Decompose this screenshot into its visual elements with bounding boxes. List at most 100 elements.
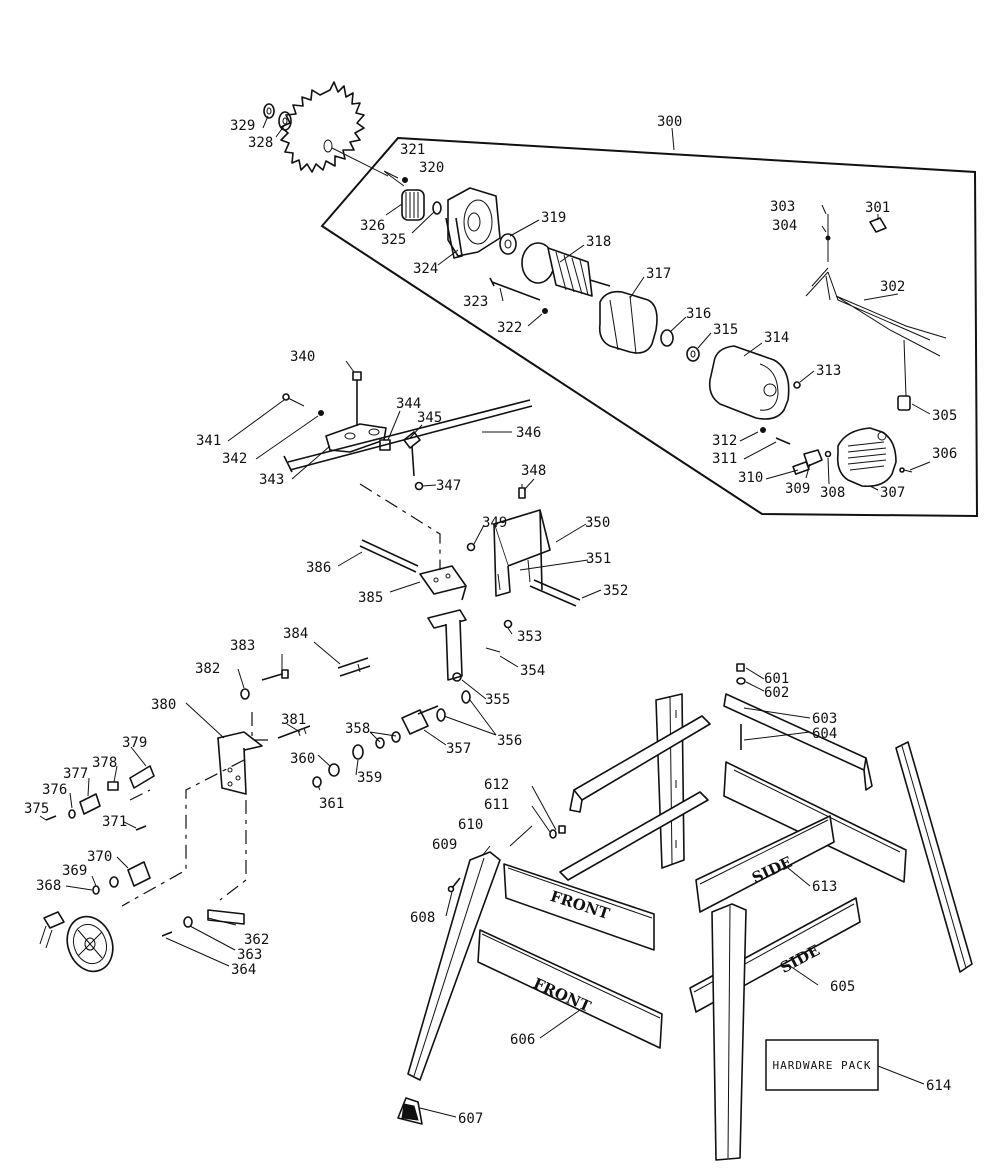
knob-368	[39, 911, 65, 949]
wire-nut-301	[869, 217, 887, 233]
callout-351: 351	[586, 551, 611, 567]
hardware-pack-label: HARDWARE PACK	[772, 1059, 871, 1072]
bolt-608	[447, 877, 461, 893]
nut-612	[558, 825, 566, 834]
callout-319: 319	[541, 210, 566, 226]
front-rail-lower	[477, 929, 663, 1049]
callout-321: 321	[400, 142, 425, 158]
washer-602	[736, 677, 746, 685]
callout-385: 385	[358, 590, 383, 606]
screw-340	[352, 371, 362, 426]
nut-353	[503, 619, 513, 629]
arbor-nut-329	[263, 103, 275, 119]
leader-lines	[39, 115, 931, 1118]
callout-356: 356	[497, 733, 522, 749]
callout-604: 604	[812, 726, 837, 742]
callout-379: 379	[122, 735, 147, 751]
washer-376	[68, 809, 76, 819]
callout-371: 371	[102, 814, 127, 830]
callout-305: 305	[932, 408, 957, 424]
callout-350: 350	[585, 515, 610, 531]
callout-608: 608	[410, 910, 435, 926]
callout-386: 386	[306, 560, 331, 576]
callout-323: 323	[463, 294, 488, 310]
leg-front-right	[711, 903, 747, 1161]
callout-310: 310	[738, 470, 763, 486]
callout-309: 309	[785, 481, 810, 497]
callout-614: 614	[926, 1078, 951, 1094]
callout-381: 381	[281, 712, 306, 728]
callout-346: 346	[516, 425, 541, 441]
washer-322	[542, 308, 548, 314]
callout-353: 353	[517, 629, 542, 645]
field-317	[598, 290, 658, 355]
leg-back-left	[655, 693, 685, 869]
callout-348: 348	[521, 463, 546, 479]
bolt-352	[529, 579, 581, 607]
callout-352: 352	[603, 583, 628, 599]
callout-313: 313	[816, 363, 841, 379]
washer-349	[466, 542, 476, 552]
callout-300: 300	[657, 114, 682, 130]
callout-314: 314	[764, 330, 789, 346]
callout-363: 363	[237, 947, 262, 963]
callout-378: 378	[92, 755, 117, 771]
washer-382	[240, 688, 250, 700]
bracket-380	[217, 731, 263, 795]
side-rail-613	[723, 761, 907, 883]
callout-602: 602	[764, 685, 789, 701]
spacer-315	[686, 346, 700, 362]
screw-306	[899, 467, 913, 473]
washer-361	[312, 776, 322, 788]
rod-386	[359, 539, 419, 573]
leg-back-right	[895, 741, 973, 973]
bushing-370	[127, 861, 151, 887]
callout-359: 359	[357, 770, 382, 786]
callout-311: 311	[712, 451, 737, 467]
callout-345: 345	[417, 410, 442, 426]
screw-371	[135, 825, 147, 831]
callout-308: 308	[820, 485, 845, 501]
armature-318	[521, 242, 611, 297]
plate-385	[419, 565, 467, 601]
screw-303	[825, 214, 831, 262]
screw-321	[383, 170, 408, 183]
callout-322: 322	[497, 320, 522, 336]
callout-304: 304	[772, 218, 797, 234]
callout-301: 301	[865, 200, 890, 216]
callout-382: 382	[195, 661, 220, 677]
callout-355: 355	[485, 692, 510, 708]
callout-370: 370	[87, 849, 112, 865]
callout-601: 601	[764, 671, 789, 687]
screw-312	[760, 427, 791, 445]
handle-357	[401, 705, 439, 735]
callout-303: 303	[770, 199, 795, 215]
callout-342: 342	[222, 451, 247, 467]
screw-364	[161, 931, 173, 937]
nut-378	[107, 781, 119, 791]
callout-316: 316	[686, 306, 711, 322]
washer-363	[183, 916, 193, 928]
screw-341	[282, 393, 305, 407]
washers-358	[375, 731, 401, 749]
hardware-pack-box	[765, 1039, 879, 1091]
washer-611	[549, 829, 557, 839]
callout-325: 325	[381, 232, 406, 248]
callout-349: 349	[482, 515, 507, 531]
pin-354	[485, 647, 501, 653]
callout-607: 607	[458, 1111, 483, 1127]
end-cap-307	[836, 427, 897, 488]
callout-612: 612	[484, 777, 509, 793]
callout-606: 606	[510, 1032, 535, 1048]
callout-361: 361	[319, 796, 344, 812]
callout-340: 340	[290, 349, 315, 365]
callout-376: 376	[42, 782, 67, 798]
rail-back-upper	[569, 715, 711, 813]
handwheel	[66, 915, 114, 973]
callout-610: 610	[458, 817, 483, 833]
callout-306: 306	[932, 446, 957, 462]
callout-358: 358	[345, 721, 370, 737]
bearing-316	[660, 329, 674, 347]
screw-308	[824, 450, 832, 458]
callout-328: 328	[248, 135, 273, 151]
